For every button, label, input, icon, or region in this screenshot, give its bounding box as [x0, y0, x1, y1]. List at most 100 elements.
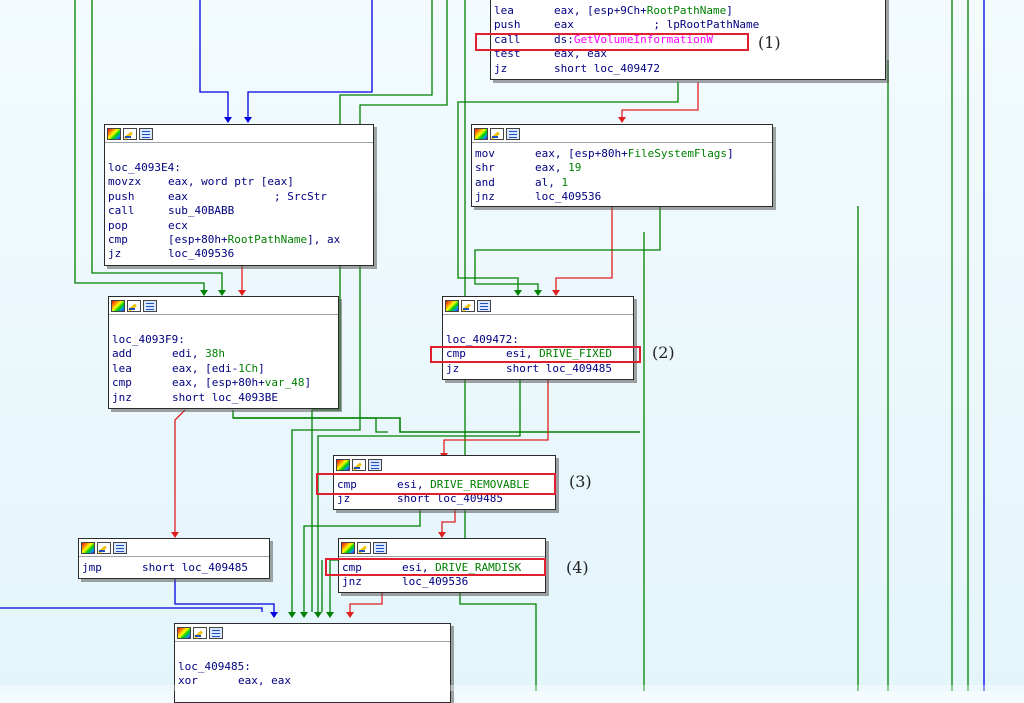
mnemonic: movzx	[108, 175, 142, 189]
node-header	[472, 125, 772, 143]
operand-var: FileSystemFlags	[627, 147, 728, 160]
mnemonic: push	[494, 18, 521, 32]
code-label: loc_4093E4:	[108, 161, 181, 174]
node-header	[334, 456, 555, 474]
listing-icon[interactable]	[368, 458, 382, 471]
graph-overview-icon[interactable]	[177, 626, 191, 639]
code-line: movzx eax, word ptr [eax]	[108, 175, 370, 189]
operand-const: DRIVE_FIXED	[539, 347, 612, 361]
code-block-loc-409485[interactable]: loc_409485:xor eax, eax	[174, 623, 451, 703]
operand-label: eax,	[535, 161, 569, 175]
edge-true	[459, 593, 537, 691]
edge-arrowhead	[218, 290, 226, 296]
listing-icon[interactable]	[113, 541, 127, 554]
edge-jump	[174, 579, 275, 612]
code-line: xor eax, eax	[178, 674, 447, 688]
operand-const: 1	[561, 175, 569, 189]
edge-true	[291, 0, 448, 612]
mnemonic: jz	[337, 492, 351, 506]
operand-label: [esp+80h+	[168, 232, 228, 246]
mnemonic: jmp	[82, 561, 102, 574]
operand-label: eax, word ptr [eax]	[168, 175, 294, 189]
listing-icon[interactable]	[373, 541, 387, 554]
listing-icon[interactable]	[506, 127, 520, 140]
graph-overview-icon[interactable]	[111, 299, 125, 312]
mnemonic: cmp	[112, 376, 132, 390]
operand-label: loc_409536	[402, 575, 469, 589]
edit-node-icon[interactable]	[461, 299, 475, 312]
edit-node-icon[interactable]	[357, 541, 371, 554]
graph-overview-icon[interactable]	[107, 127, 121, 140]
graph-overview-icon[interactable]	[336, 458, 350, 471]
bottom-edge	[0, 685, 1024, 691]
mnemonic: push	[108, 189, 135, 203]
callout-label-3: (3)	[569, 472, 592, 491]
graph-overview-icon[interactable]	[445, 299, 459, 312]
operand-cmt: ; lpRootPathName	[653, 18, 760, 32]
operand-label: sub_40BABB	[168, 204, 235, 218]
mnemonic: jnz	[342, 575, 362, 589]
node-header	[175, 624, 450, 642]
operand-api: GetVolumeInformationW	[573, 32, 713, 46]
operand-const: 1Ch	[238, 361, 259, 375]
graph-overview-icon[interactable]	[341, 541, 355, 554]
edge-arrowhead	[200, 290, 208, 296]
edge-true	[303, 510, 421, 612]
code-line: loc_409485:	[178, 660, 447, 674]
graph-overview-icon[interactable]	[474, 127, 488, 140]
edge-false	[349, 593, 383, 612]
operand-label: short loc_409485	[506, 361, 612, 375]
edit-node-icon[interactable]	[97, 541, 111, 554]
edge-false	[174, 409, 186, 532]
operand-label: ]	[727, 147, 734, 160]
code-label: loc_4093F9:	[112, 333, 185, 346]
edit-node-icon[interactable]	[127, 299, 141, 312]
callout-label-4: (4)	[566, 558, 589, 577]
operand-label: esi,	[402, 561, 436, 574]
operand-const: DRIVE_RAMDISK	[435, 561, 522, 574]
edit-node-icon[interactable]	[352, 458, 366, 471]
mnemonic: and	[475, 175, 495, 189]
mnemonic: cmp	[108, 232, 128, 246]
operand-label: ]	[258, 361, 265, 375]
listing-icon[interactable]	[139, 127, 153, 140]
graph-overview-icon[interactable]	[81, 541, 95, 554]
code-label: loc_409472:	[446, 333, 519, 346]
operand-label: ds:	[554, 32, 574, 46]
edit-node-icon[interactable]	[193, 626, 207, 639]
operand-label: loc_409536	[168, 247, 235, 261]
edit-node-icon[interactable]	[123, 127, 137, 140]
listing-icon[interactable]	[143, 299, 157, 312]
edit-node-icon[interactable]	[490, 127, 504, 140]
mnemonic: add	[112, 347, 132, 361]
highlight-box-drive-fixed	[430, 346, 641, 363]
operand-var: RootPathName	[227, 232, 308, 246]
listing-icon[interactable]	[209, 626, 223, 639]
mnemonic: xor	[178, 674, 198, 688]
mnemonic: jz	[494, 61, 508, 75]
operand-label: eax, eax	[238, 674, 291, 688]
listing-icon[interactable]	[477, 299, 491, 312]
